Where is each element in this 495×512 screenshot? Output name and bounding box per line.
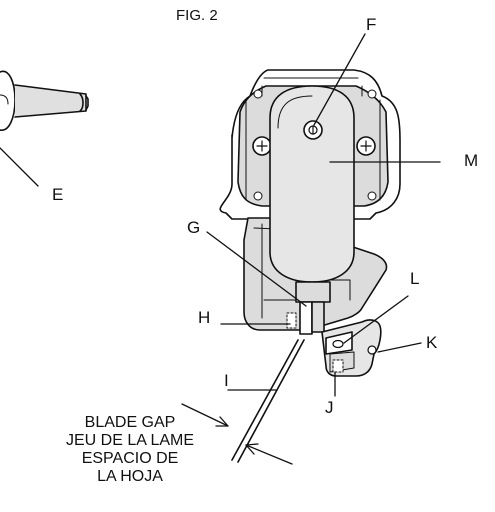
blade-gap-en: BLADE GAP bbox=[84, 414, 176, 431]
leader-k bbox=[377, 342, 422, 353]
label-i: I bbox=[224, 371, 229, 390]
blade-clamp bbox=[321, 319, 382, 377]
blade-gap-es-2: LA HOJA bbox=[97, 468, 163, 485]
figure-title: FIG. 2 bbox=[176, 7, 218, 24]
leader-l bbox=[343, 295, 409, 344]
leader-f bbox=[313, 33, 366, 126]
leader-e bbox=[0, 147, 39, 187]
blade-guide bbox=[286, 281, 331, 335]
label-e: E bbox=[52, 185, 64, 204]
label-g: G bbox=[187, 218, 201, 237]
leader-lines bbox=[0, 33, 441, 397]
blade-gap-caption: BLADE GAP JEU DE LA LAME ESPACIO DE LA H… bbox=[20, 414, 240, 486]
cord-handle bbox=[0, 70, 89, 131]
label-k: K bbox=[426, 333, 438, 352]
blade bbox=[231, 339, 305, 463]
arrow-upper bbox=[181, 403, 229, 427]
label-h: H bbox=[198, 308, 211, 327]
lever-arm bbox=[269, 85, 355, 283]
label-j: J bbox=[325, 398, 334, 417]
blade-gap-fr: JEU DE LA LAME bbox=[65, 432, 195, 449]
label-l: L bbox=[410, 269, 420, 288]
label-f: F bbox=[366, 15, 377, 34]
label-m: M bbox=[464, 151, 479, 170]
blade-gap-es-1: ESPACIO DE bbox=[81, 450, 179, 467]
leader-g bbox=[206, 231, 307, 307]
arrow-lower bbox=[245, 444, 293, 465]
blade-gap-arrows bbox=[181, 403, 293, 465]
